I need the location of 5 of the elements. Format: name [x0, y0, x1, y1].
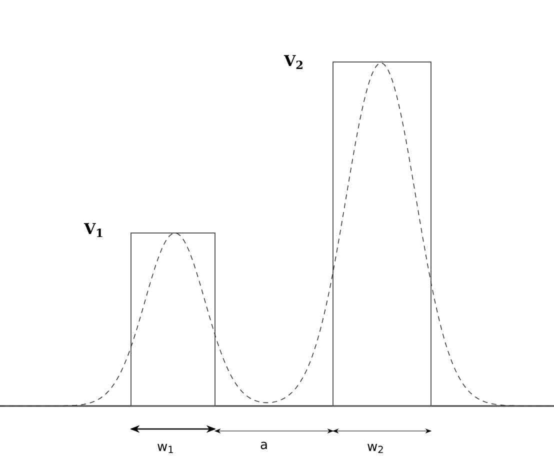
width-label: w$_{2}$: [367, 439, 384, 458]
height-label: V$_{2}$: [284, 51, 304, 72]
height-label: V$_{1}$: [84, 219, 104, 240]
width-label: a: [260, 437, 268, 455]
width-label: w$_{1}$: [157, 439, 174, 458]
